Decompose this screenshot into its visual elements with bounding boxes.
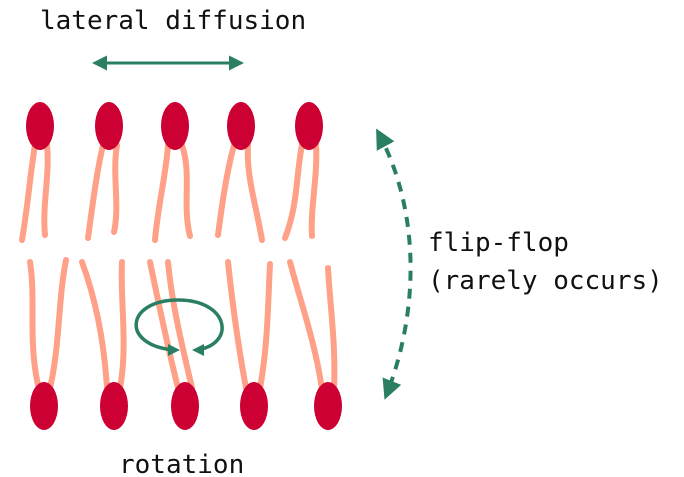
lower-tail	[27, 259, 41, 388]
rotation-arrowhead-left	[168, 344, 180, 356]
rotation-arrowhead-right	[192, 344, 204, 356]
lower-leaflet-heads	[30, 382, 342, 430]
lipid-head	[171, 382, 199, 430]
lower-tail	[165, 259, 195, 391]
lower-tail	[79, 259, 110, 391]
upper-tail	[41, 142, 51, 238]
upper-tail	[85, 142, 106, 241]
lipid-head	[240, 382, 268, 430]
lower-tail	[47, 257, 69, 391]
upper-leaflet-tails	[19, 142, 320, 243]
lipid-head	[295, 102, 323, 150]
lower-leaflet-tails	[27, 257, 338, 393]
lipid-head	[227, 102, 255, 150]
lower-tail	[117, 259, 127, 391]
upper-tail	[152, 142, 171, 243]
upper-tail	[244, 142, 265, 243]
rotation-label: rotation	[119, 450, 245, 477]
flip-flop-arrow	[376, 128, 413, 400]
lipid-head	[95, 102, 123, 150]
lipid-head	[100, 382, 128, 430]
lipid-head	[314, 382, 342, 430]
flip-flop-label: flip-flop	[428, 228, 569, 258]
lower-tail	[257, 261, 273, 391]
lower-tail	[225, 259, 249, 391]
lower-tail	[147, 259, 181, 391]
upper-tail	[19, 142, 38, 243]
lower-tail	[287, 259, 325, 393]
lipid-head	[26, 102, 54, 150]
rotation-arrow	[134, 298, 224, 356]
lower-tail	[325, 265, 338, 391]
flip-flop-note: (rarely occurs)	[428, 266, 663, 296]
upper-leaflet-heads	[26, 102, 323, 150]
upper-tail	[308, 142, 320, 239]
rotation-loop	[134, 298, 224, 352]
upper-tail	[179, 142, 193, 239]
upper-tail	[282, 142, 305, 241]
lipid-head	[161, 102, 189, 150]
lipid-head	[30, 382, 58, 430]
upper-tail	[111, 142, 120, 235]
lateral-diffusion-label: lateral diffusion	[40, 6, 307, 36]
upper-tail	[215, 142, 237, 238]
